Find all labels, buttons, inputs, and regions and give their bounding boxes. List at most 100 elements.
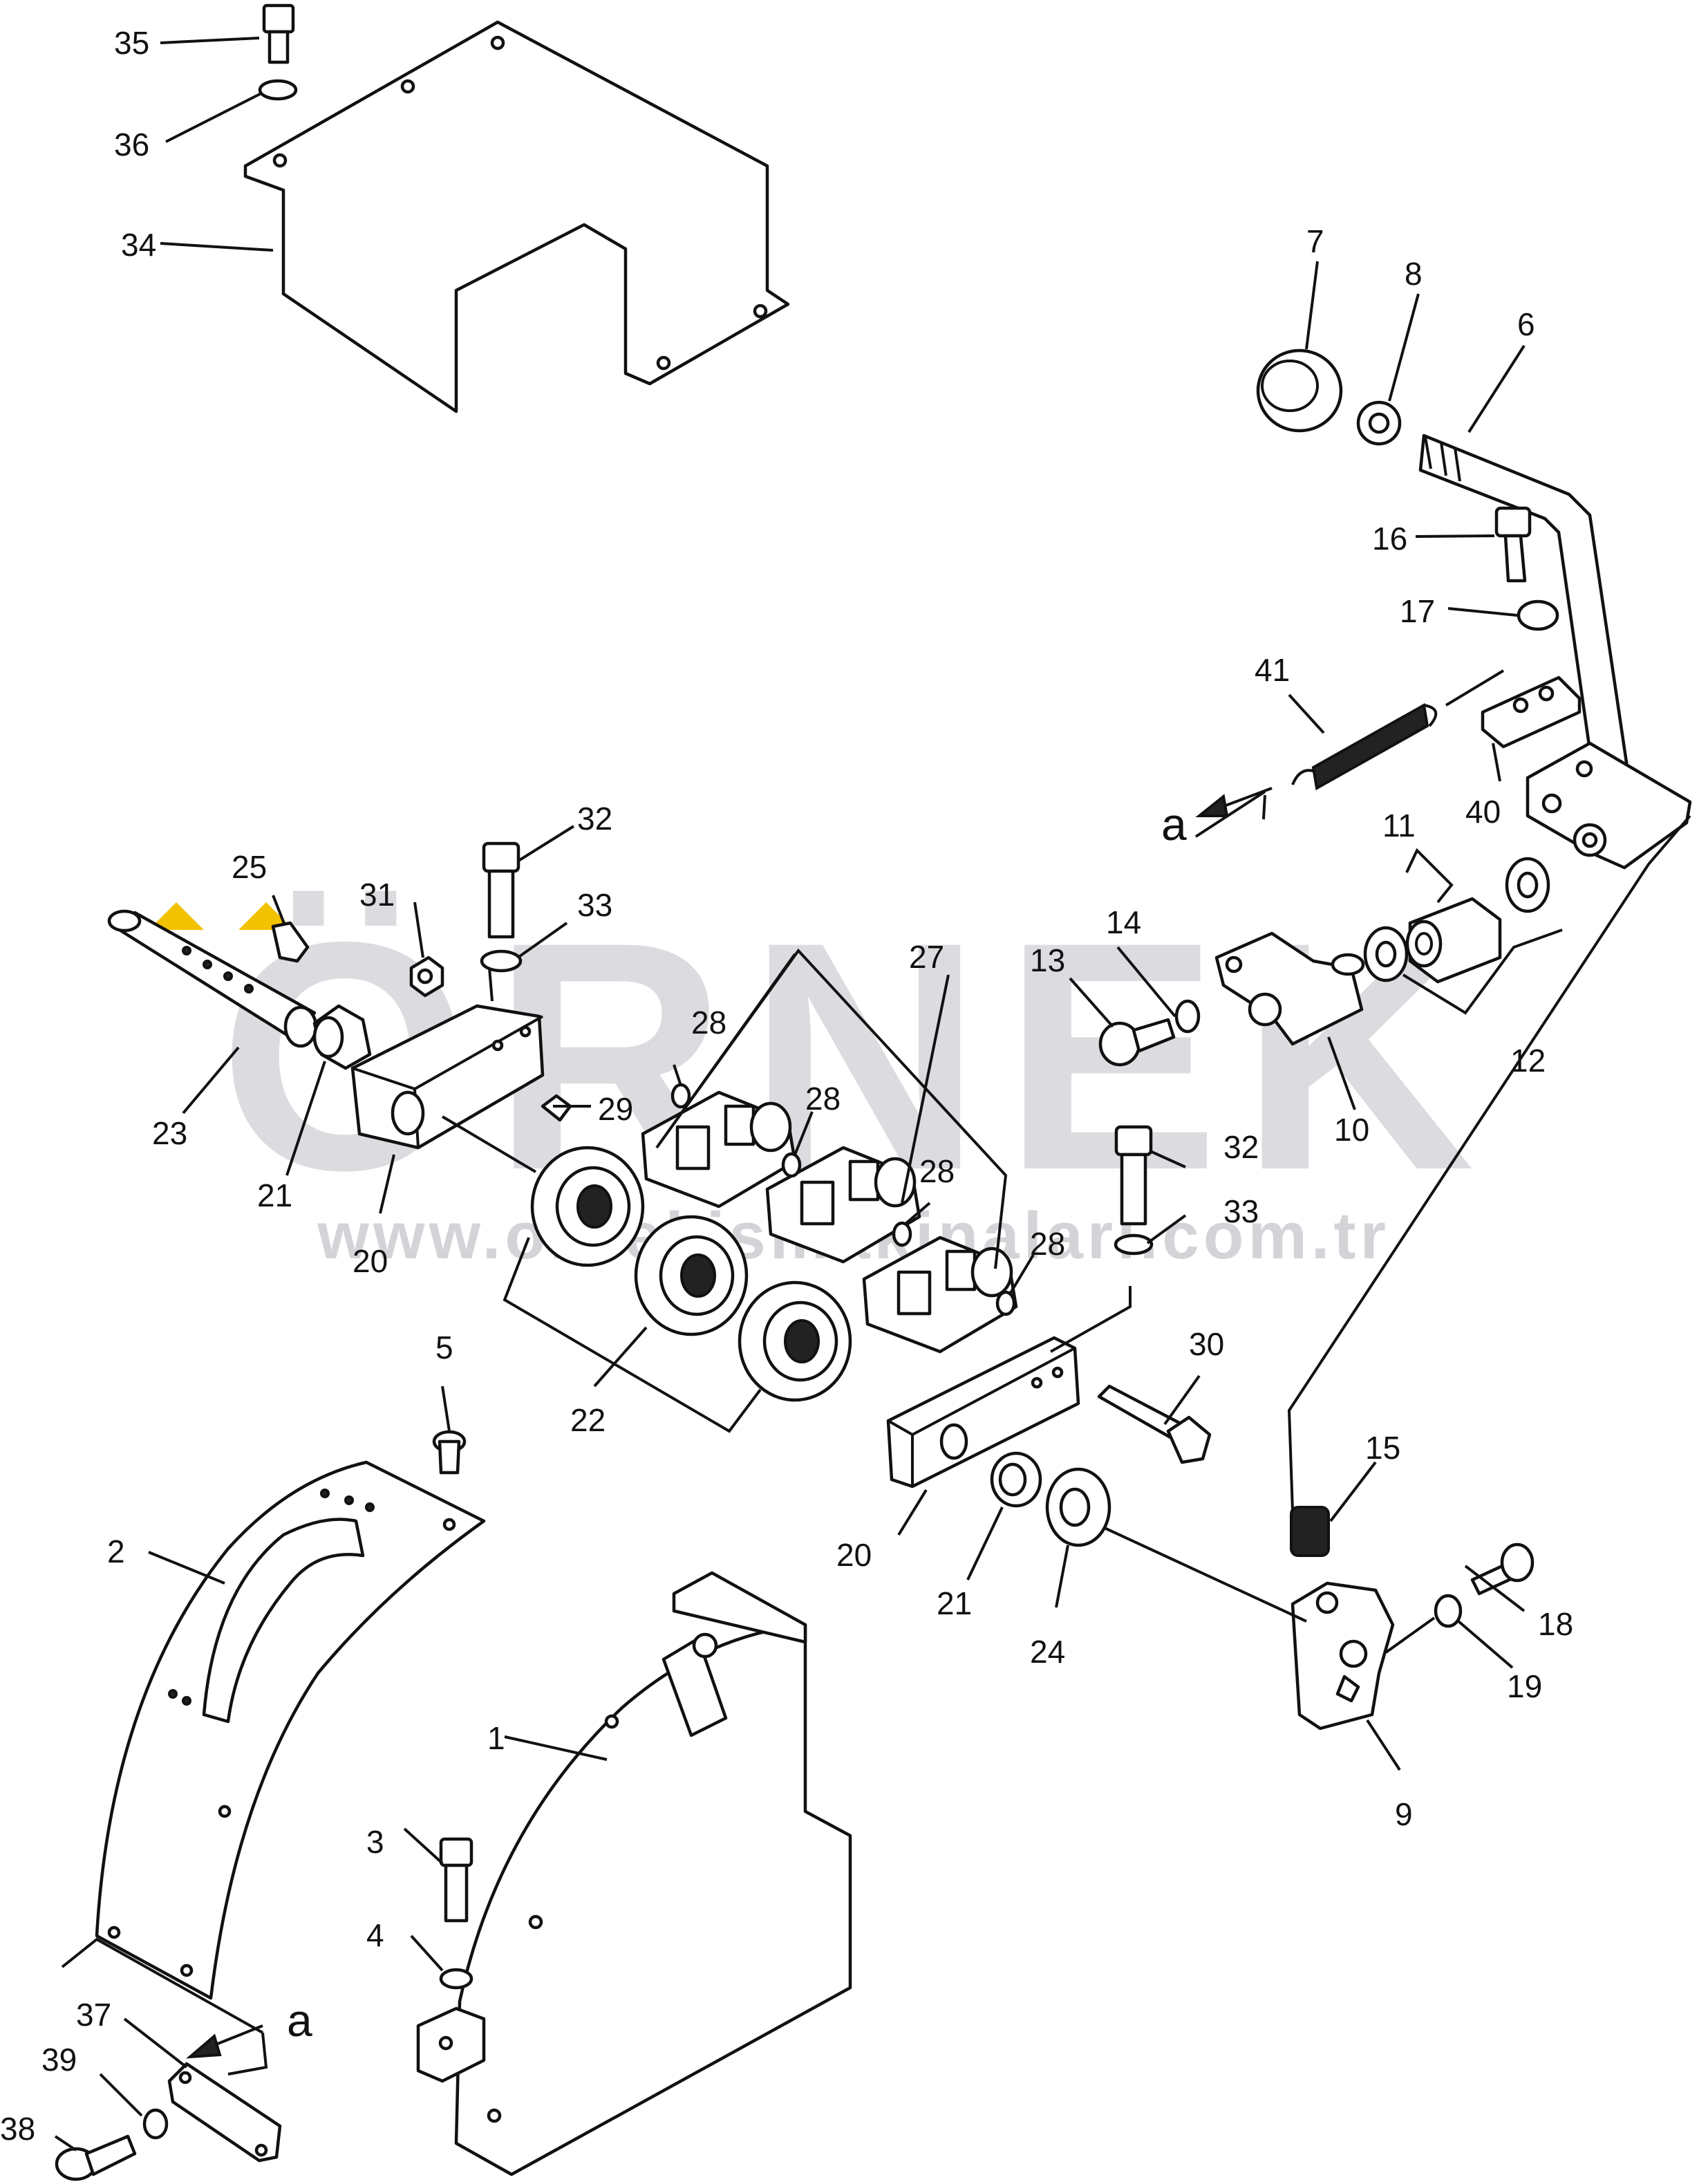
cam-disc-22: [738, 1280, 852, 1402]
bushing-21: [990, 1451, 1042, 1508]
callout-24: 24: [1030, 1634, 1065, 1670]
callout-32-upper: 32: [577, 801, 612, 837]
callout-11: 11: [1382, 808, 1416, 843]
callout-21-upper: 21: [257, 1177, 292, 1213]
callout-23: 23: [152, 1115, 187, 1151]
callout-5: 5: [435, 1330, 453, 1365]
collar-11: [1405, 897, 1502, 984]
callout-41: 41: [1255, 652, 1290, 688]
housing-1: [416, 1571, 852, 2176]
knob-7: [1256, 348, 1343, 433]
callout-13: 13: [1030, 942, 1065, 978]
callout-21-lower: 21: [937, 1585, 972, 1621]
callout-25: 25: [232, 849, 267, 885]
callout-16: 16: [1372, 521, 1407, 557]
washer-4: [439, 1968, 473, 1990]
callout-2: 2: [107, 1533, 125, 1569]
shaft-10: [1214, 931, 1365, 1046]
callout-29: 29: [598, 1091, 633, 1127]
callout-28-b: 28: [805, 1081, 841, 1117]
nut-12: [1363, 926, 1409, 982]
o-ring-28: [892, 1221, 912, 1247]
callout-14: 14: [1106, 904, 1141, 940]
cam-disc-22: [530, 1146, 645, 1267]
o-ring-28: [995, 1290, 1016, 1316]
washer-14: [1174, 999, 1201, 1034]
callout-31: 31: [359, 877, 395, 913]
bolt-32: [1114, 1125, 1153, 1226]
block-40: [1481, 675, 1582, 749]
callout-37: 37: [76, 1997, 111, 2033]
nut-8: [1356, 400, 1402, 446]
valve-block-27: [765, 1146, 921, 1264]
washer-33: [480, 949, 523, 973]
washer-19: [1434, 1594, 1463, 1628]
valve-block-27: [862, 1235, 1018, 1354]
callout-40: 40: [1465, 794, 1501, 830]
bar-20: [350, 1004, 545, 1150]
callout-34: 34: [121, 227, 156, 263]
bolt-38: [55, 2134, 137, 2181]
callout-a-upper: a: [1161, 799, 1187, 850]
arrow-a-upper-head: [1195, 794, 1229, 817]
washer-36: [258, 79, 298, 101]
nut-17: [1517, 599, 1559, 631]
cam-disc-22: [634, 1215, 749, 1336]
pin-23: [107, 909, 318, 1048]
callout-18: 18: [1538, 1606, 1573, 1642]
callout-labels: 35 36 34 7 8 6 16 17 41 40 a 11 12 13 14…: [0, 25, 1573, 2147]
callout-20-upper: 20: [353, 1243, 388, 1279]
callout-27: 27: [909, 939, 944, 975]
bolt-16: [1494, 506, 1532, 583]
bolt-35: [262, 3, 295, 64]
bushing-21: [312, 1004, 372, 1070]
arrow-a-lower: [210, 2024, 263, 2048]
callout-a-lower: a: [287, 1995, 312, 2046]
callout-15: 15: [1365, 1430, 1400, 1466]
washer-24: [1045, 1467, 1111, 1547]
bolt-3: [439, 1837, 473, 1923]
bolt-18: [1470, 1542, 1535, 1596]
callout-28-c: 28: [919, 1153, 955, 1189]
leader-lines: [54, 37, 1691, 2152]
callout-6: 6: [1517, 306, 1535, 342]
cover-plate-34: [243, 20, 790, 413]
callout-38: 38: [0, 2111, 35, 2147]
guide-plate-2: [95, 1460, 486, 2000]
nut-31: [409, 955, 444, 998]
callout-35: 35: [114, 25, 149, 61]
callout-7: 7: [1306, 223, 1324, 259]
callout-28-a: 28: [691, 1005, 726, 1041]
callout-17: 17: [1400, 593, 1435, 629]
bolt-30: [1097, 1384, 1212, 1464]
bolt-5: [432, 1430, 467, 1475]
parts: [55, 3, 1692, 2181]
bolt-13: [1098, 1018, 1176, 1067]
callout-32-lower: 32: [1223, 1129, 1259, 1165]
callout-33-upper: 33: [577, 887, 612, 923]
callout-4: 4: [366, 1917, 384, 1953]
callout-1: 1: [487, 1720, 505, 1756]
watermark-accent-mark: [238, 902, 294, 930]
callout-8: 8: [1405, 256, 1423, 292]
callout-30: 30: [1189, 1326, 1224, 1362]
callout-19: 19: [1507, 1668, 1542, 1704]
callout-3: 3: [366, 1824, 384, 1860]
o-ring-28: [781, 1152, 802, 1178]
nut-12: [1505, 857, 1550, 913]
spring-41: [1291, 702, 1438, 791]
bar-20: [886, 1336, 1080, 1489]
key-25: [271, 921, 310, 963]
callout-36: 36: [114, 127, 149, 162]
arrow-a-lower-head: [186, 2033, 222, 2059]
callout-22: 22: [570, 1402, 606, 1438]
callout-33-lower: 33: [1223, 1193, 1259, 1229]
washer-33: [1114, 1233, 1154, 1256]
lever-block-9: [1291, 1581, 1395, 1731]
spring-15: [1290, 1506, 1330, 1557]
callout-28-d: 28: [1030, 1226, 1065, 1262]
callout-20-lower: 20: [836, 1537, 872, 1573]
washer-39: [142, 2108, 169, 2140]
callout-39: 39: [41, 2042, 77, 2078]
